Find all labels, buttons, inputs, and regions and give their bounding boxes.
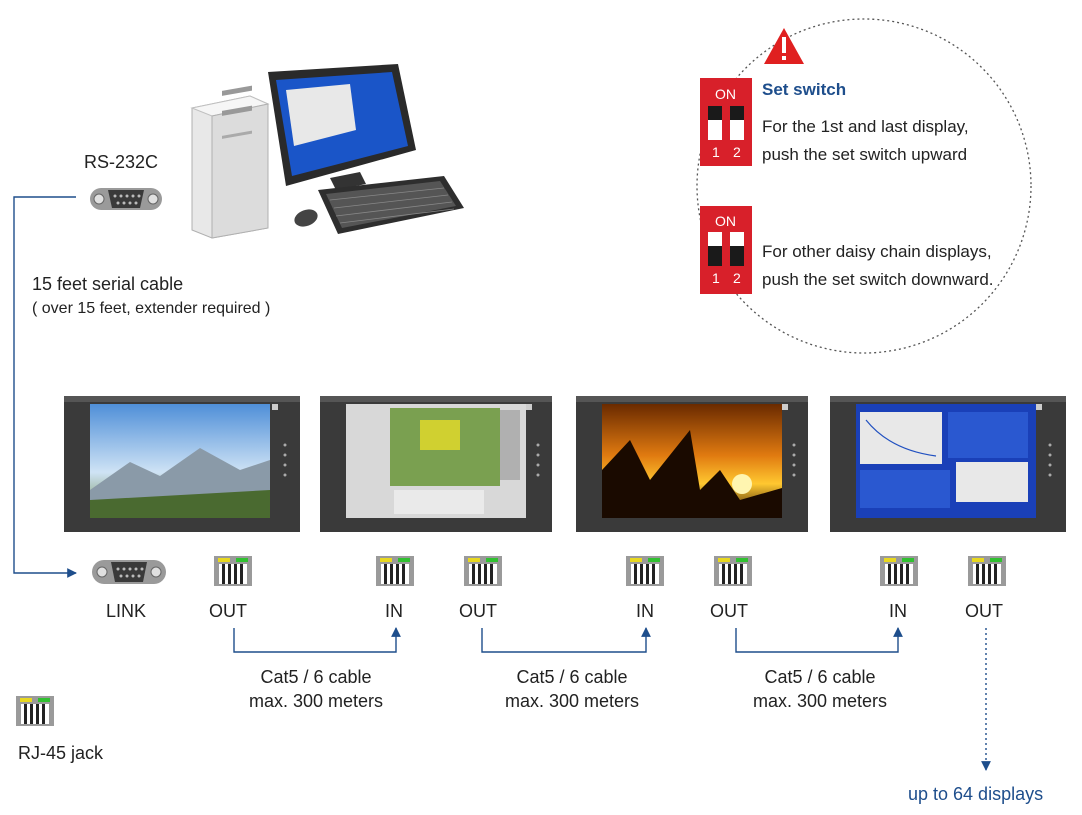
rj45-legend-label: RJ-45 jack xyxy=(18,743,104,763)
in-label-1: IN xyxy=(385,601,403,621)
switch-callout-circle xyxy=(696,18,1032,354)
serial-cable-label: 15 feet serial cable xyxy=(32,274,184,294)
set-switch-title: Set switch xyxy=(762,80,847,99)
cable-1-line-2: max. 300 meters xyxy=(248,691,384,711)
out-label-2: OUT xyxy=(459,601,497,621)
out-label-4: OUT xyxy=(965,601,1003,621)
cable-2-line-2: max. 300 meters xyxy=(504,691,640,711)
downward-line-1: For other daisy chain displays, xyxy=(762,242,992,261)
cat-cable-line-3 xyxy=(735,627,903,653)
cat-cable-line-1 xyxy=(233,627,401,653)
rs232c-label: RS-232C xyxy=(84,152,159,172)
cable-1-line-1: Cat5 / 6 cable xyxy=(260,667,372,687)
switch-down-num-2: 2 xyxy=(733,270,741,286)
out-label-3: OUT xyxy=(710,601,748,621)
in-label-3: IN xyxy=(889,601,907,621)
in-label-2: IN xyxy=(636,601,654,621)
switch-down-num-1: 1 xyxy=(712,270,720,286)
serial-cable-line xyxy=(13,196,77,578)
switch-down-on-label: ON xyxy=(715,213,736,229)
cable-2-line-1: Cat5 / 6 cable xyxy=(516,667,628,687)
up-to-64-displays-label: up to 64 displays xyxy=(908,784,1044,804)
link-label: LINK xyxy=(106,601,147,621)
switch-up-num-1: 1 xyxy=(712,144,720,160)
switch-up-on-label: ON xyxy=(715,86,736,102)
cable-3-line-1: Cat5 / 6 cable xyxy=(764,667,876,687)
upward-line-1: For the 1st and last display, xyxy=(762,117,969,136)
serial-cable-note: ( over 15 feet, extender required ) xyxy=(32,300,271,317)
downward-line-2: push the set switch downward. xyxy=(762,270,994,289)
switch-up-num-2: 2 xyxy=(733,144,741,160)
out-label-1: OUT xyxy=(209,601,247,621)
cat-cable-line-2 xyxy=(481,627,651,653)
cable-3-line-2: max. 300 meters xyxy=(752,691,888,711)
upward-line-2: push the set switch upward xyxy=(762,145,968,164)
